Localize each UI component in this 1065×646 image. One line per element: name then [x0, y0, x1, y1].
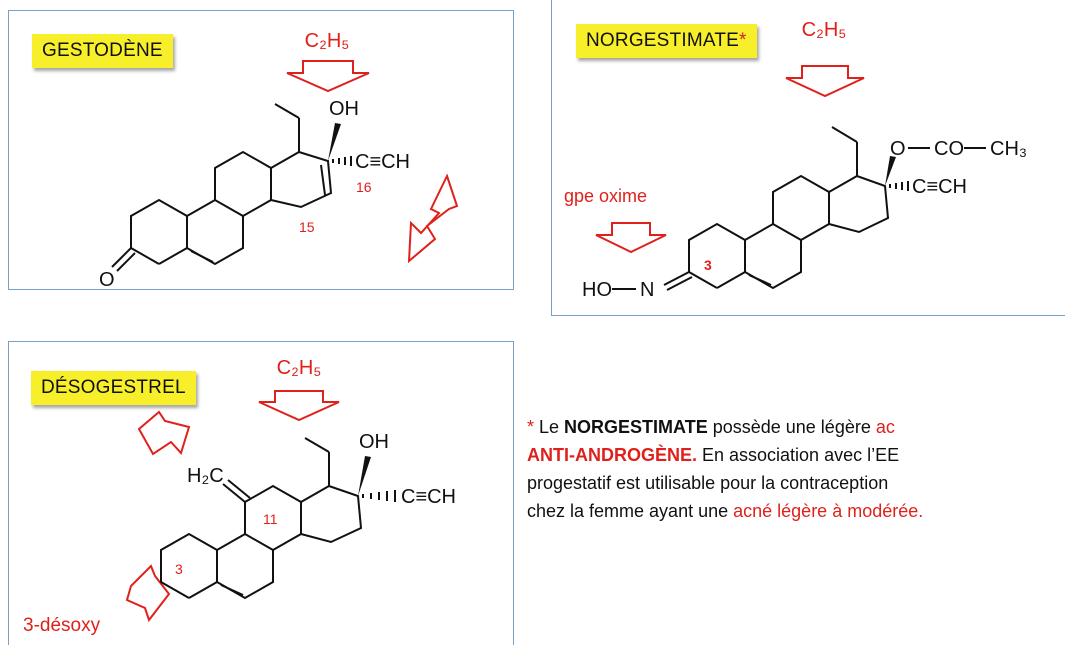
desogestrel-desoxy-caption: 3-désoxy — [23, 615, 101, 636]
note-line-1: * Le NORGESTIMATE possède une légère ac — [527, 413, 1065, 441]
note-l4-b: acné légère à modérée. — [733, 501, 924, 521]
note-l1-c: possède une légère — [707, 417, 876, 437]
norgestimate-panel: NORGESTIMATE* C₂H₅ gpe oxime — [551, 0, 1065, 316]
gestodene-panel: GESTODÈNE C₂H₅ OH — [8, 10, 514, 291]
desogestrel-pos-3: 3 — [175, 561, 183, 577]
gestodene-down-arrow — [286, 60, 370, 93]
desogestrel-pos-11: 11 — [263, 511, 278, 527]
norgestimate-label-mark: * — [739, 30, 747, 51]
norgestimate-note: * Le NORGESTIMATE possède une légère ac … — [527, 413, 1065, 525]
note-line-3: progestatif est utilisable pour la contr… — [527, 473, 889, 493]
norgestimate-label-text: NORGESTIMATE — [586, 30, 739, 51]
gestodene-ethynyl: C≡CH — [355, 151, 410, 173]
norgestimate-ethynyl: C≡CH — [912, 176, 967, 198]
desogestrel-ethynyl: C≡CH — [401, 486, 456, 508]
note-l2-b: En association avec l’EE — [697, 445, 900, 465]
note-l1-b: NORGESTIMATE — [564, 417, 708, 437]
norgestimate-acetate-ch3: CH₃ — [990, 138, 1027, 160]
gestodene-structure: C₂H₅ OH — [99, 30, 459, 291]
note-line-4: chez la femme ayant une acné légère à mo… — [527, 497, 1065, 525]
norgestimate-acetate-o: O — [890, 138, 906, 160]
norgestimate-acetate-co: CO — [934, 138, 964, 160]
gestodene-ethyl-label: C₂H₅ — [305, 30, 350, 52]
desogestrel-down-arrow — [258, 390, 340, 422]
norgestimate-label: NORGESTIMATE* — [576, 24, 757, 58]
desogestrel-oh: OH — [359, 431, 389, 453]
note-line-2: ANTI-ANDROGÈNE. En association avec l’EE — [527, 441, 1065, 469]
note-l1-d: ac — [875, 417, 895, 437]
note-l4-a: chez la femme ayant une — [527, 501, 734, 521]
desogestrel-panel: DÉSOGESTREL C₂H₅ 3-désoxy — [8, 341, 514, 645]
gestodene-oh: OH — [329, 98, 359, 120]
norgestimate-oxime-caption: gpe oxime — [564, 186, 647, 206]
desogestrel-methylene: H₂C — [187, 465, 224, 487]
desogestrel-desoxy-arrow — [125, 564, 171, 623]
gestodene-ketone-o: O — [99, 269, 115, 291]
gestodene-diagonal-arrow — [407, 173, 459, 264]
desogestrel-ethyl-label: C₂H₅ — [277, 357, 322, 379]
norgestimate-structure: C₂H₅ gpe oxime — [564, 19, 1027, 301]
desogestrel-label: DÉSOGESTREL — [31, 371, 196, 405]
norgestimate-nitrogen: N — [640, 279, 654, 301]
norgestimate-hydroxyl: HO — [582, 279, 612, 301]
norgestimate-oxime-arrow — [595, 222, 667, 254]
gestodene-label: GESTODÈNE — [32, 34, 173, 68]
note-star: * — [527, 417, 535, 437]
gestodene-pos-15: 15 — [299, 219, 315, 235]
note-l1-a: Le — [534, 417, 565, 437]
norgestimate-ethyl-label: C₂H₅ — [802, 19, 847, 41]
note-l2-a: ANTI-ANDROGÈNE. — [527, 445, 697, 465]
desogestrel-methylene-arrow — [137, 410, 191, 456]
gestodene-pos-16: 16 — [356, 179, 372, 195]
norgestimate-pos-3: 3 — [704, 257, 712, 273]
desogestrel-structure: C₂H₅ 3-désoxy — [23, 357, 456, 636]
norgestimate-down-arrow — [785, 65, 865, 98]
